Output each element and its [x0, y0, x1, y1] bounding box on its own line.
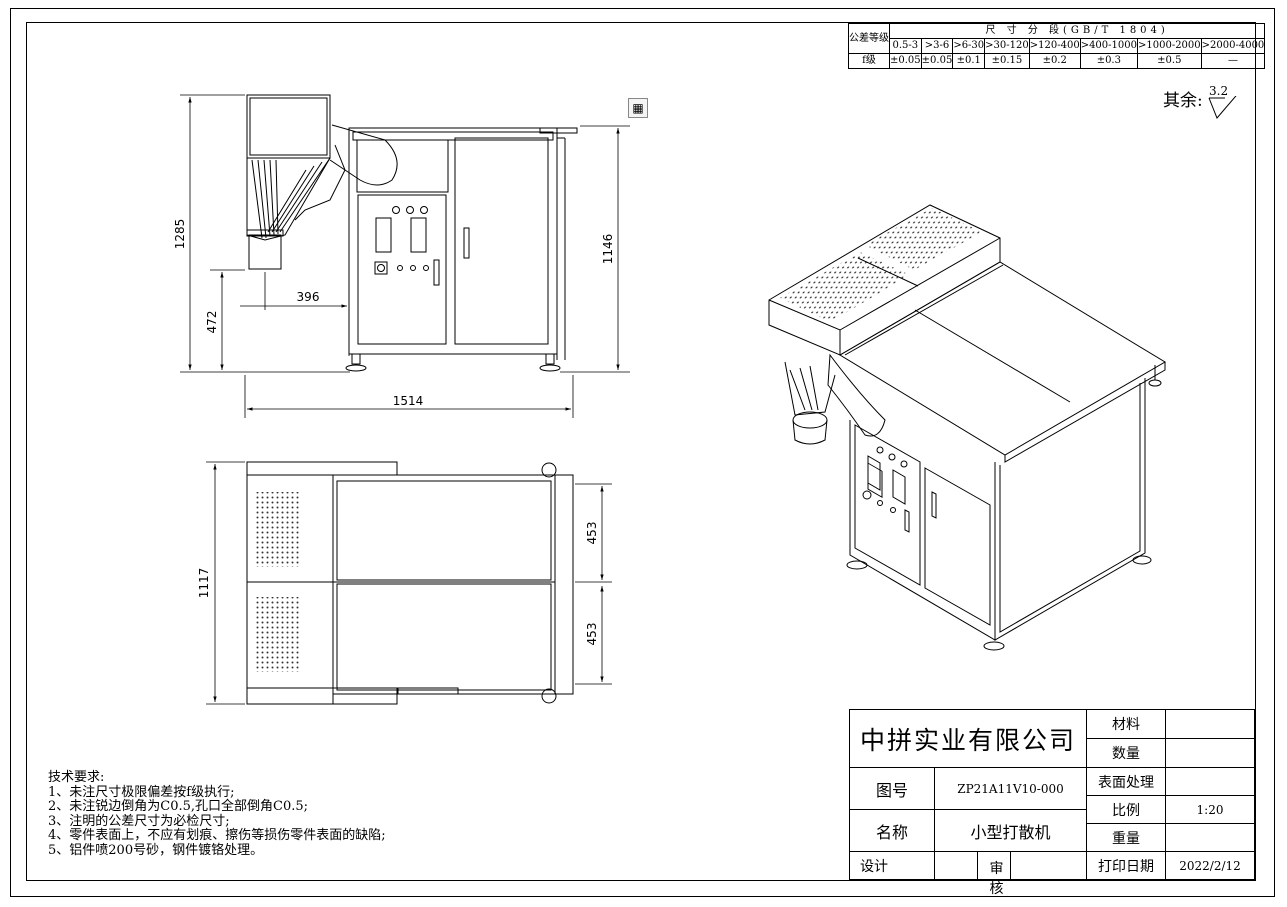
quantity-label: 数量	[1086, 738, 1166, 768]
review-label: 审核	[989, 861, 1004, 897]
technical-notes: 技术要求: 1、未注尺寸极限偏差按f级执行; 2、未注锐边倒角为C0.5,孔口全…	[48, 770, 386, 859]
design-label: 设计	[849, 851, 935, 880]
dim-front-height-right: 1146	[601, 234, 615, 265]
surface-treatment-label: 表面处理	[1086, 767, 1166, 796]
dim-front-height-outlet: 472	[205, 311, 219, 334]
note-item: 4、零件表面上，不应有划痕、擦伤等损伤零件表面的缺陷;	[48, 828, 386, 844]
top-dimensions	[206, 461, 612, 705]
notes-title: 技术要求:	[48, 770, 105, 785]
design-value[interactable]: 审核	[934, 851, 1011, 897]
drawing-no-label: 图号	[849, 767, 935, 810]
scale-label: 比例	[1086, 795, 1166, 824]
scale-value: 1:20	[1165, 795, 1255, 824]
dim-top-depth: 1117	[197, 568, 211, 599]
frame-icon[interactable]: ▦	[628, 98, 648, 118]
top-view	[246, 461, 574, 705]
note-item: 5、铝件喷200号砂，钢件镀铬处理。	[48, 842, 264, 858]
product-name: 小型打散机	[934, 809, 1087, 852]
dim-top-section-1: 453	[585, 522, 599, 545]
note-item: 2、未注锐边倒角为C0.5,孔口全部倒角C0.5;	[48, 799, 309, 815]
grade-label: f级	[848, 53, 890, 69]
outer-border	[10, 8, 1275, 897]
tolerance-value: ±0.1	[952, 53, 986, 69]
dim-front-height-total: 1285	[173, 219, 187, 250]
print-date: 2022/2/12	[1165, 851, 1255, 880]
range-row: 0.5-3 >3-6 >6-30 >30-120 >120-400 >400-1…	[849, 38, 1266, 54]
roughness-value: 3.2	[1209, 84, 1229, 98]
note-item: 3、注明的公差尺寸为必检尺寸;	[48, 813, 230, 829]
title-block: 中拼实业有限公司 材料 数量 图号 ZP21A11V10-000 表面处理 比例…	[849, 709, 1255, 897]
note-item: 1、未注尺寸极限偏差按f级执行;	[48, 784, 235, 800]
review-value[interactable]	[1009, 851, 1088, 880]
inner-border	[26, 22, 1256, 881]
surface-treatment-value[interactable]	[1165, 767, 1255, 796]
tolerance-value: —	[1200, 53, 1266, 69]
weight-label: 重量	[1086, 823, 1166, 852]
name-label: 名称	[849, 809, 935, 852]
quantity-value[interactable]	[1165, 738, 1255, 768]
surface-roughness: 其余: 3.2	[1163, 84, 1237, 119]
front-view	[246, 94, 578, 372]
grade-row: f级 ±0.05 ±0.05 ±0.1 ±0.15 ±0.2 ±0.3 ±0.5…	[848, 53, 1266, 69]
dim-front-offset: 396	[297, 290, 320, 304]
dim-front-width: 1514	[393, 394, 424, 408]
roughness-symbol-icon	[1208, 96, 1237, 119]
print-date-label: 打印日期	[1086, 851, 1166, 880]
tolerance-table: 公差等级 尺 寸 分 段(GB/T 1804) 0.5-3 >3-6 >6-30…	[848, 23, 1266, 69]
roughness-label: 其余:	[1163, 91, 1203, 111]
company-name: 中拼实业有限公司	[849, 709, 1087, 768]
drawing-number: ZP21A11V10-000	[934, 767, 1087, 810]
isometric-view	[768, 204, 1166, 651]
tolerance-grade-header: 公差等级	[848, 23, 890, 54]
material-value[interactable]	[1165, 709, 1255, 739]
weight-value[interactable]	[1165, 823, 1255, 852]
tolerance-value: ±0.3	[1079, 53, 1138, 69]
front-dimensions	[180, 94, 630, 418]
tolerance-value: ±0.15	[984, 53, 1030, 69]
material-label: 材料	[1086, 709, 1166, 739]
dim-top-section-2: 453	[585, 623, 599, 646]
